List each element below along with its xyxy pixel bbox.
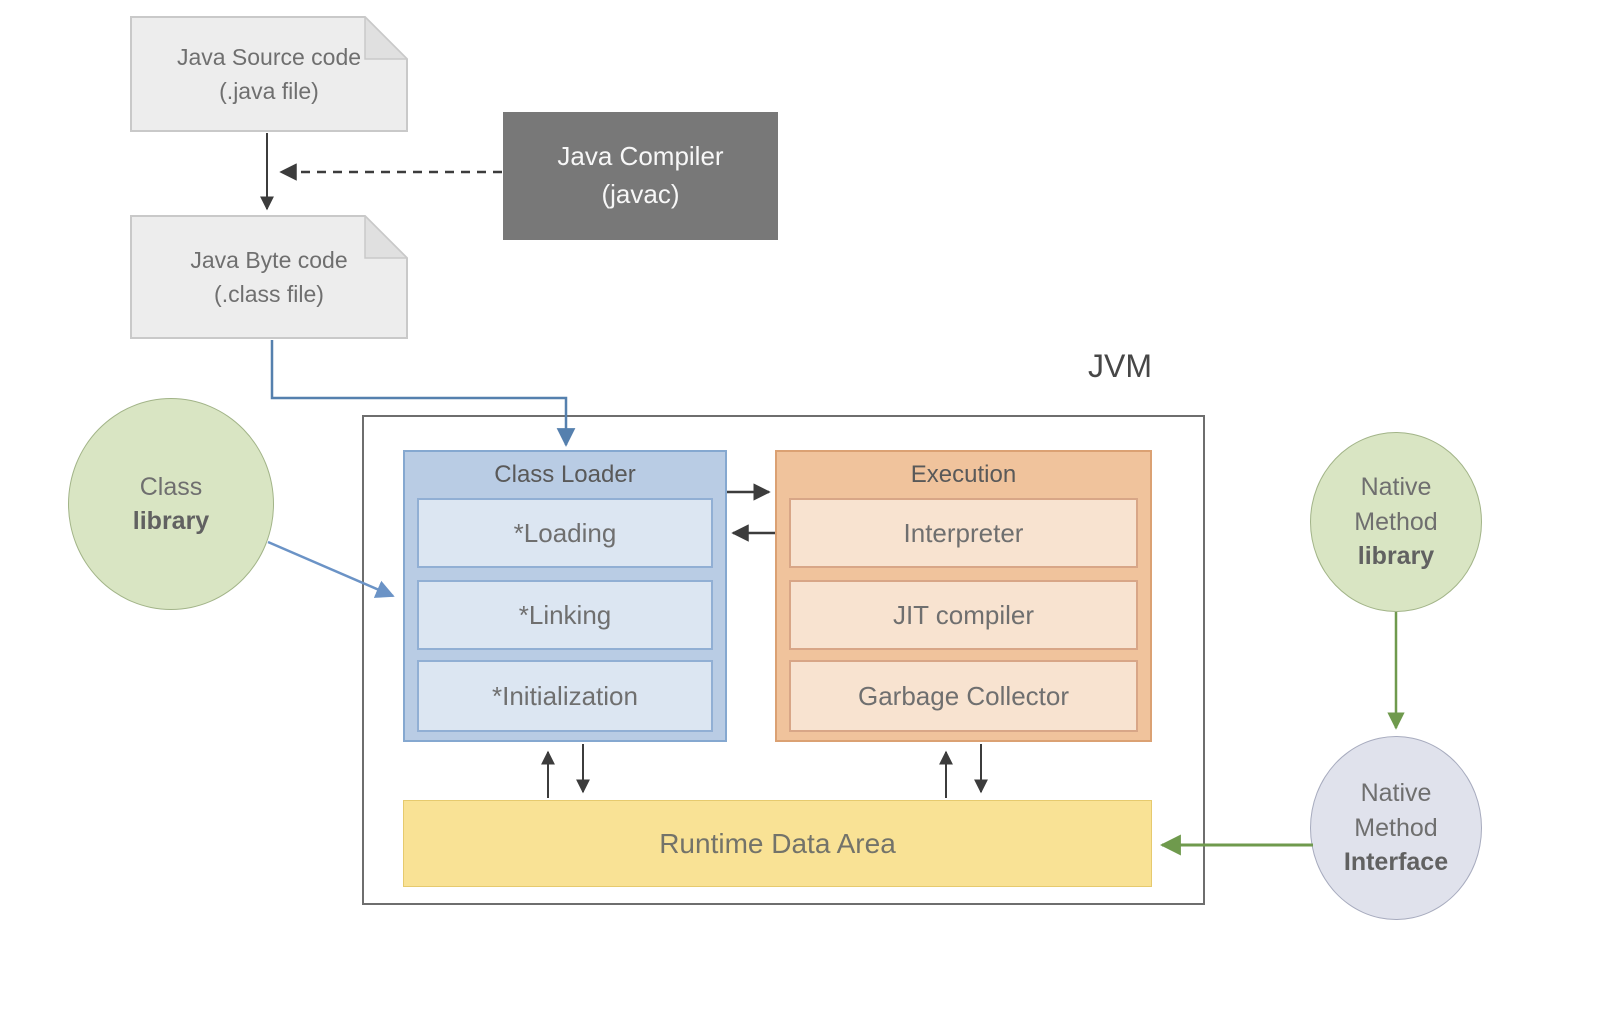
java-source-line2: (.java file) xyxy=(219,78,319,104)
class-loader-item-linking: *Linking xyxy=(417,580,713,650)
java-compiler-node: Java Compiler (javac) xyxy=(503,112,778,240)
java-byte-line2: (.class file) xyxy=(214,281,324,307)
java-byte-code-label: Java Byte code (.class file) xyxy=(130,215,408,339)
native-method-library-line3: library xyxy=(1357,542,1435,571)
java-byte-code-node: Java Byte code (.class file) xyxy=(130,215,408,339)
document-shape-icon xyxy=(130,16,408,132)
java-source-line1: Java Source code xyxy=(176,43,362,70)
document-fold-corner-icon xyxy=(364,215,408,259)
class-loader-title: Class Loader xyxy=(494,461,636,488)
jvm-title: JVM xyxy=(1088,348,1152,384)
java-byte-line1: Java Byte code xyxy=(190,246,348,273)
execution-title: Execution xyxy=(910,461,1017,488)
execution-engine-node: Execution Interpreter JIT compiler Garba… xyxy=(775,450,1152,742)
native-method-interface-line2: Method xyxy=(1354,813,1438,842)
class-library-node: Class library xyxy=(68,398,274,610)
java-compiler-line2: (javac) xyxy=(601,179,680,209)
class-loader-item-initialization: *Initialization xyxy=(417,660,713,732)
native-method-library-node: Native Method library xyxy=(1310,432,1482,612)
java-compiler-line1: Java Compiler xyxy=(557,141,724,172)
class-library-line2: library xyxy=(132,507,210,535)
document-shape-icon xyxy=(130,215,408,339)
native-method-interface-line1: Native xyxy=(1360,779,1432,808)
native-method-interface-node: Native Method Interface xyxy=(1310,736,1482,920)
runtime-data-area-label: Runtime Data Area xyxy=(659,827,896,859)
native-method-interface-line3: Interface xyxy=(1343,848,1449,877)
execution-item-interpreter: Interpreter xyxy=(789,498,1138,568)
class-library-line1: Class xyxy=(139,472,203,501)
java-source-code-label: Java Source code (.java file) xyxy=(130,16,408,132)
class-loader-item-loading: *Loading xyxy=(417,498,713,568)
document-body xyxy=(130,16,408,132)
java-source-code-node: Java Source code (.java file) xyxy=(130,16,408,132)
native-method-library-line1: Native xyxy=(1360,473,1432,502)
document-fold-corner-icon xyxy=(364,16,408,60)
runtime-data-area-node: Runtime Data Area xyxy=(403,800,1152,887)
native-method-library-line2: Method xyxy=(1354,507,1438,536)
execution-item-garbage-collector: Garbage Collector xyxy=(789,660,1138,732)
document-body xyxy=(130,215,408,339)
class-loader-node: Class Loader *Loading *Linking *Initiali… xyxy=(403,450,727,742)
execution-item-jit-compiler: JIT compiler xyxy=(789,580,1138,650)
